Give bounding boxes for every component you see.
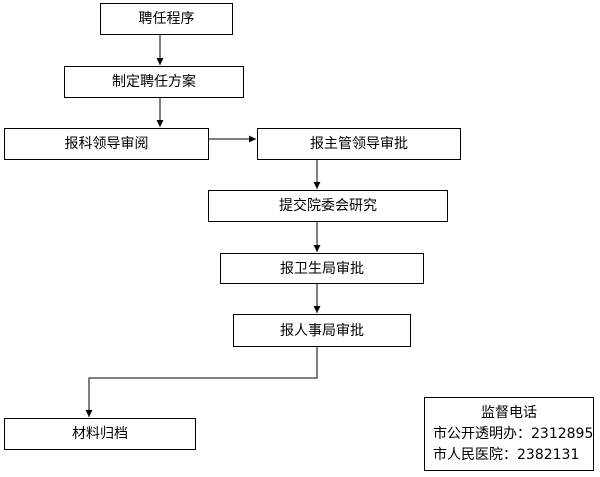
- node-report-personnel-bureau: 报人事局审批: [233, 314, 411, 347]
- hotline-entry-peoples-hospital: 市人民医院：2382131: [433, 445, 593, 466]
- node-file-materials: 材料归档: [4, 418, 196, 450]
- node-report-health-bureau: 报卫生局审批: [220, 253, 424, 284]
- hotline-title: 监督电话: [481, 405, 537, 421]
- arrow-personnel-to-archive: [85, 347, 318, 417]
- hotline-entry-transparency-office: 市公开透明办：2312895: [433, 424, 593, 445]
- node-draft-plan: 制定聘任方案: [64, 66, 244, 98]
- supervision-hotline-box: 监督电话 市公开透明办：2312895 市人民医院：2382131: [424, 397, 594, 471]
- node-recruitment-procedure: 聘任程序: [100, 3, 233, 35]
- hotline-number: 2382131: [517, 447, 580, 463]
- hotline-label: 市人民医院：: [433, 447, 517, 463]
- node-report-supervisor-leader: 报主管领导审批: [257, 128, 461, 160]
- node-report-department-leader: 报科领导审阅: [4, 128, 209, 160]
- node-submit-committee: 提交院委会研究: [208, 190, 448, 222]
- hotline-label: 市公开透明办：: [433, 426, 531, 442]
- hotline-number: 2312895: [531, 426, 594, 442]
